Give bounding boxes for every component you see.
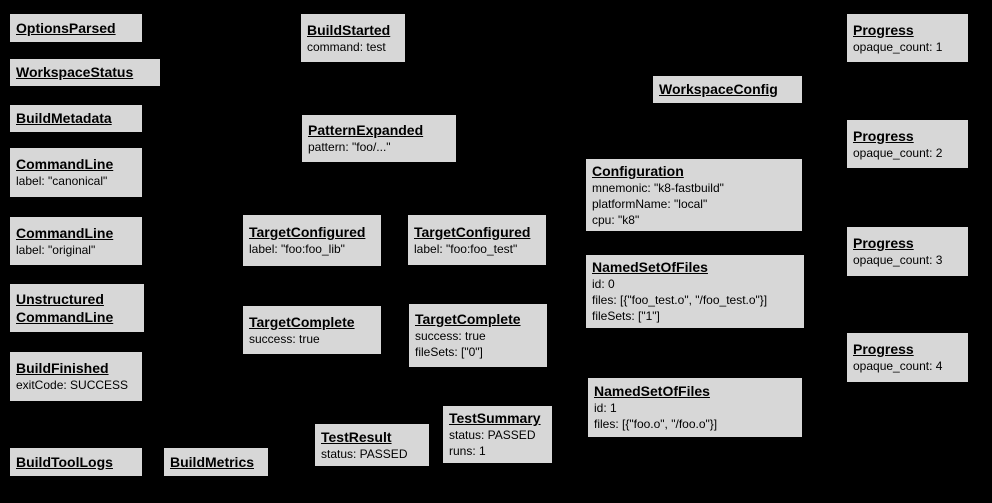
- event-node-progress-23: Progress opaque_count: 3: [846, 226, 969, 277]
- event-node-title: Progress: [853, 127, 914, 144]
- event-node-field: label: "foo:foo_test": [414, 241, 518, 256]
- event-node-title: BuildStarted: [307, 21, 391, 38]
- event-node-title: TargetConfigured: [249, 224, 366, 240]
- event-node-title: CommandLine: [16, 224, 114, 241]
- event-node-field: opaque_count: 1: [853, 39, 943, 54]
- event-node-progress-22: Progress opaque_count: 2: [846, 119, 969, 169]
- event-node-title: Progress: [853, 341, 914, 357]
- event-node-title: PatternExpanded: [308, 122, 424, 138]
- event-node-field: opaque_count: 3: [853, 253, 943, 267]
- event-node-field: platformName: "local": [592, 196, 708, 211]
- event-node-field: pattern: "foo/...": [308, 140, 391, 154]
- event-node-title: NamedSetOfFiles: [592, 259, 708, 275]
- event-node-testsummary-16: TestSummary status: PASSED runs: 1: [442, 405, 553, 464]
- event-node-progress-24: Progress opaque_count: 4: [846, 332, 969, 383]
- event-node-title: Progress: [853, 235, 914, 251]
- event-node-field: label: "canonical": [16, 174, 108, 188]
- event-node-namedsetoffiles-19: NamedSetOfFiles id: 0 files: [{"foo_test.…: [585, 254, 805, 329]
- event-node-field: label: "original": [16, 242, 96, 257]
- event-node-title: TargetComplete: [249, 313, 355, 330]
- event-node-title: BuildToolLogs: [16, 453, 113, 470]
- event-node-title: TargetConfigured: [414, 223, 531, 240]
- event-node-title: WorkspaceConfig: [659, 81, 778, 97]
- event-node-field: files: [{"foo.o", "/foo.o"}]: [594, 417, 718, 431]
- event-node-field: success: true: [415, 329, 486, 343]
- event-node-title: Configuration: [592, 162, 684, 179]
- event-node-title: TargetComplete: [415, 311, 521, 327]
- event-node-targetcomplete-14: TargetComplete success: true fileSets: ["…: [408, 303, 548, 368]
- event-node-title: CommandLine: [16, 156, 114, 172]
- event-node-buildmetrics-8: BuildMetrics: [163, 447, 269, 477]
- event-node-field: command: test: [307, 39, 386, 54]
- event-node-workspaceconfig-17: WorkspaceConfig: [652, 75, 803, 104]
- event-node-field: success: true: [249, 331, 320, 346]
- event-node-title: TestResult: [321, 428, 392, 445]
- event-node-title: BuildMetrics: [170, 453, 255, 470]
- event-node-buildmetadata-2: BuildMetadata: [9, 104, 143, 133]
- event-node-title: Progress: [853, 21, 914, 38]
- event-node-workspacestatus-1: WorkspaceStatus: [9, 58, 161, 87]
- event-node-field: fileSets: ["0"]: [415, 345, 483, 359]
- event-node-field: fileSets: ["1"]: [592, 309, 660, 323]
- event-node-buildfinished-6: BuildFinished exitCode: SUCCESS: [9, 351, 143, 402]
- event-node-testresult-15: TestResult status: PASSED: [314, 423, 430, 467]
- event-node-title: WorkspaceStatus: [16, 64, 134, 80]
- event-node-field: exitCode: SUCCESS: [16, 378, 129, 392]
- event-node-field: runs: 1: [449, 444, 486, 458]
- event-node-targetconfigured-12: TargetConfigured label: "foo:foo_test": [407, 214, 547, 266]
- event-node-field: label: "foo:foo_lib": [249, 242, 345, 256]
- event-node-title: BuildFinished: [16, 360, 109, 376]
- event-node-title: NamedSetOfFiles: [594, 383, 710, 399]
- event-node-unstructured-commandline-5: Unstructured CommandLine: [9, 283, 145, 333]
- event-node-field: cpu: "k8": [592, 212, 640, 227]
- event-node-title: OptionsParsed: [16, 19, 116, 36]
- event-node-progress-21: Progress opaque_count: 1: [846, 13, 969, 63]
- event-node-targetcomplete-13: TargetComplete success: true: [242, 305, 382, 355]
- event-node-field: id: 0: [592, 277, 615, 291]
- event-node-targetconfigured-11: TargetConfigured label: "foo:foo_lib": [242, 214, 382, 267]
- event-node-field: id: 1: [594, 401, 617, 415]
- event-node-buildtoollogs-7: BuildToolLogs: [9, 447, 143, 477]
- event-node-configuration-18: Configuration mnemonic: "k8-fastbuild"pl…: [585, 158, 803, 232]
- event-node-optionsparsed-0: OptionsParsed: [9, 13, 143, 43]
- event-node-buildstarted-9: BuildStarted command: test: [300, 13, 406, 63]
- event-node-field: status: PASSED: [449, 428, 536, 442]
- event-node-field: opaque_count: 4: [853, 359, 943, 373]
- event-node-field: mnemonic: "k8-fastbuild": [592, 180, 724, 195]
- event-node-title: Unstructured CommandLine: [16, 290, 114, 325]
- event-node-field: status: PASSED: [321, 446, 408, 461]
- event-node-field: opaque_count: 2: [853, 145, 943, 160]
- event-node-title: TestSummary: [449, 410, 541, 426]
- event-node-title: BuildMetadata: [16, 110, 112, 126]
- event-node-field: files: [{"foo_test.o", "/foo_test.o"}]: [592, 293, 768, 307]
- event-node-patternexpanded-10: PatternExpanded pattern: "foo/...": [301, 114, 457, 163]
- event-node-namedsetoffiles-20: NamedSetOfFiles id: 1 files: [{"foo.o", "…: [587, 377, 803, 438]
- event-node-commandline-3: CommandLine label: "canonical": [9, 147, 143, 198]
- event-node-commandline-4: CommandLine label: "original": [9, 216, 143, 266]
